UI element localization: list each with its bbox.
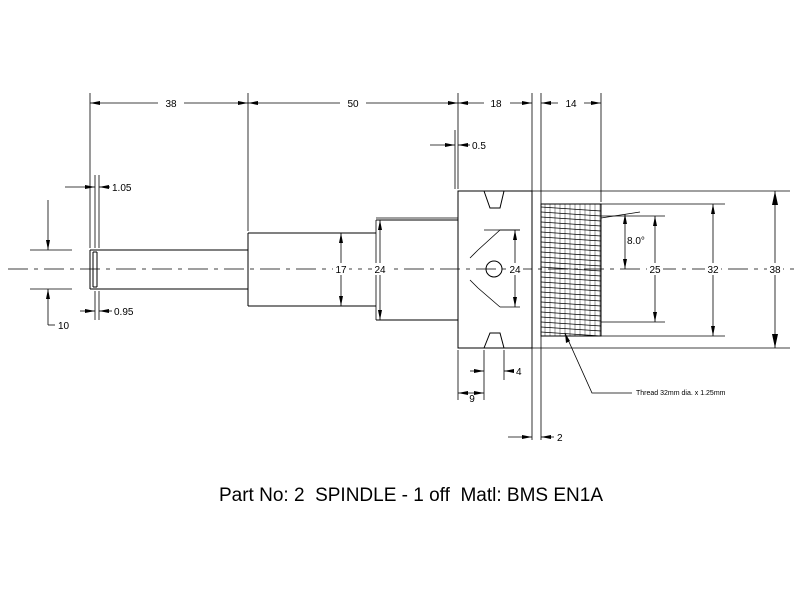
thread-line — [540, 311, 602, 317]
thread-line — [540, 236, 602, 242]
thread-line — [540, 261, 602, 267]
arrowheads — [46, 101, 778, 439]
thread-line — [540, 256, 602, 262]
thread-line — [540, 301, 602, 307]
thread-line — [540, 331, 602, 337]
dim-24-hole: 24 — [509, 265, 521, 276]
thread-line — [540, 276, 602, 282]
dim-14: 14 — [565, 99, 577, 110]
thread-line — [540, 231, 602, 237]
thread-line — [540, 271, 602, 277]
thread-hatching — [540, 204, 602, 337]
thread-line — [540, 266, 602, 272]
thread-line — [540, 306, 602, 312]
thread-note: Thread 32mm dia. x 1.25mm — [636, 390, 726, 397]
thread-line — [540, 226, 602, 232]
thread-line — [540, 251, 602, 257]
thread-line — [540, 326, 602, 332]
dim-25: 25 — [649, 265, 661, 276]
dim-0-95: 0.95 — [114, 307, 134, 318]
dim-18: 18 — [490, 99, 502, 110]
dim-32: 32 — [707, 265, 719, 276]
thread-line — [540, 296, 602, 302]
dimension-lines — [47, 102, 776, 438]
dim-38-right: 38 — [769, 265, 781, 276]
thread-line — [540, 211, 602, 217]
thread-line — [540, 281, 602, 287]
dim-2: 2 — [557, 433, 563, 444]
dimension-labels: 38 50 18 14 0.5 1.05 0.95 10 17 24 24 25… — [58, 98, 783, 444]
thread-line — [540, 246, 602, 252]
dim-50: 50 — [347, 99, 359, 110]
thread-line — [540, 291, 602, 297]
thread-line — [540, 286, 602, 292]
thread-line — [540, 206, 602, 212]
thread-line — [540, 316, 602, 322]
part-caption: Part No: 2 SPINDLE - 1 off Matl: BMS EN1… — [219, 485, 603, 506]
thread-line — [540, 241, 602, 247]
extension-lines — [30, 93, 790, 440]
dim-24-shaft: 24 — [374, 265, 386, 276]
dim-10: 10 — [58, 321, 70, 332]
thread-line — [540, 221, 602, 227]
dim-0-5: 0.5 — [472, 141, 486, 152]
dim-1-05: 1.05 — [112, 183, 132, 194]
thread-line — [540, 216, 602, 222]
dim-9: 9 — [469, 394, 475, 405]
dim-4: 4 — [516, 367, 522, 378]
thread-line — [540, 321, 602, 327]
dim-17: 17 — [335, 265, 347, 276]
dim-38-top: 38 — [165, 99, 177, 110]
dim-angle: 8.0° — [627, 236, 645, 247]
